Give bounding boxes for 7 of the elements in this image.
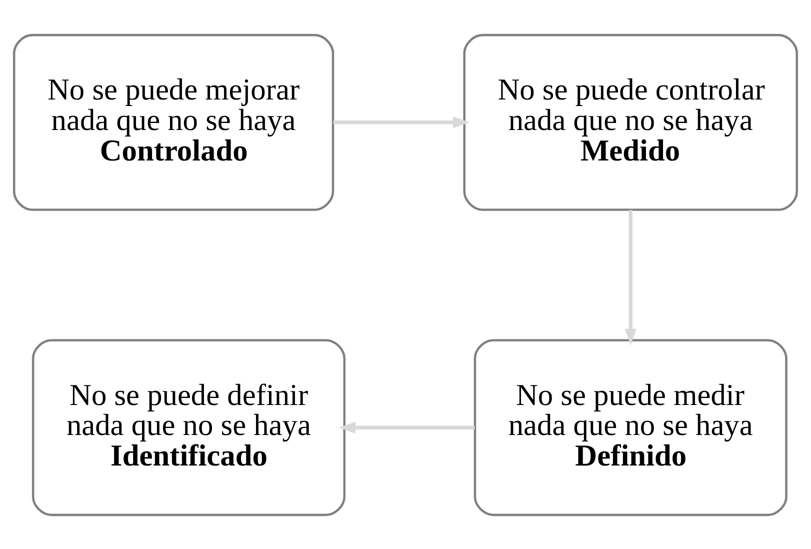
arrow <box>338 421 475 433</box>
node-box: No se puede controlar nada que no se haya Medido <box>463 33 798 210</box>
arrow <box>624 210 636 346</box>
node-box: No se puede medir nada que no se haya Definido <box>474 338 788 516</box>
node-box: No se puede definir nada que no se haya Identificado <box>32 338 346 516</box>
node-box: No se puede mejorar nada que no se haya Controlado <box>12 33 334 210</box>
arrow <box>333 116 470 128</box>
